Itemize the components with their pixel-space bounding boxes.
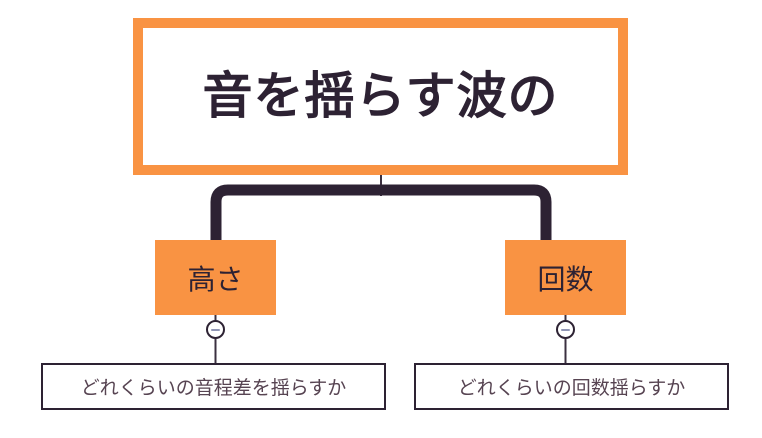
- root-node[interactable]: 音を揺らす波の: [133, 18, 628, 175]
- leaf-node-count-label: どれくらいの回数揺らすか: [457, 378, 686, 399]
- root-node-title: 音を揺らす波の: [202, 68, 559, 124]
- leaf-node-count[interactable]: どれくらいの回数揺らすか: [414, 363, 729, 410]
- branch-bracket-connector: [210, 184, 552, 246]
- branch-node-count-label: 回数: [537, 263, 594, 295]
- leaf-node-height-label: どれくらいの音程差を揺らすか: [80, 378, 347, 399]
- leaf-node-height[interactable]: どれくらいの音程差を揺らすか: [41, 363, 386, 410]
- minus-glyph: [211, 328, 220, 331]
- minus-glyph: [561, 328, 570, 331]
- branch-node-height-label: 高さ: [187, 263, 244, 295]
- minus-circle-icon-height[interactable]: [206, 320, 225, 339]
- minus-circle-icon-count[interactable]: [556, 320, 575, 339]
- branch-node-height[interactable]: 高さ: [155, 240, 276, 315]
- branch-node-count[interactable]: 回数: [505, 240, 626, 315]
